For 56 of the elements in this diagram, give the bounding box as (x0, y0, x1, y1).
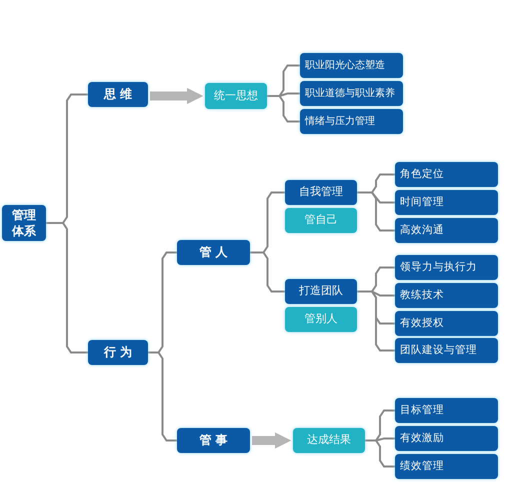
node-box (285, 307, 357, 332)
node-label: 时间管理 (400, 195, 444, 210)
node-label: 思 维 (104, 86, 132, 103)
node-label: 自我管理 (299, 185, 343, 200)
node-label: 目标管理 (400, 403, 444, 418)
node-box (395, 162, 498, 187)
node-box (177, 240, 250, 265)
node-label: 高效沟通 (400, 223, 444, 238)
node-label: 团队建设与管理 (400, 343, 477, 358)
node-label: 情绪与压力管理 (305, 114, 375, 128)
node-box (177, 428, 250, 453)
node-box (395, 218, 498, 243)
node-box (285, 279, 357, 304)
node-label: 管自己 (304, 213, 338, 228)
bracket-line (357, 290, 395, 352)
node-box (205, 83, 267, 109)
node-label: 绩效管理 (400, 459, 444, 474)
node-box (395, 338, 498, 363)
node-label: 打造团队 (299, 284, 343, 299)
node-box (395, 454, 498, 479)
node-label: 管别人 (304, 312, 338, 327)
node-label: 管理体系 (10, 206, 37, 240)
node-label: 统一思想 (214, 88, 258, 104)
node-box (285, 208, 357, 233)
node-box (300, 81, 403, 106)
bracket-line (357, 192, 395, 232)
node-label: 达成结果 (307, 433, 351, 448)
bracket-line (46, 222, 88, 354)
node-label: 职业道德与职业素养 (305, 86, 395, 100)
node-box (285, 180, 357, 205)
node-label: 领导力与执行力 (400, 260, 477, 275)
node-box (395, 398, 498, 423)
node-label: 教练技术 (400, 288, 444, 303)
node-box (300, 109, 403, 134)
node-label: 有效授权 (400, 316, 444, 331)
node-box (88, 340, 148, 365)
node-label: 职业阳光心态塑造 (305, 58, 385, 72)
node-label: 有效激励 (400, 431, 444, 446)
node-box (88, 82, 148, 107)
block-arrow (150, 88, 204, 104)
bracket-line (267, 95, 300, 122)
node-box (395, 283, 498, 308)
node-box (395, 426, 498, 451)
node-box (300, 53, 403, 78)
node-box (395, 255, 498, 280)
node-label: 行 为 (104, 344, 132, 361)
node-label: 管 事 (199, 432, 228, 449)
block-arrow (252, 432, 292, 449)
node-label: 管 人 (199, 244, 228, 261)
node-box (293, 428, 365, 453)
node-box (2, 205, 46, 241)
node-label: 角色定位 (400, 167, 444, 182)
bracket-line (250, 252, 285, 292)
node-box (395, 190, 498, 215)
bracket-line (148, 352, 177, 442)
node-box (395, 311, 498, 336)
